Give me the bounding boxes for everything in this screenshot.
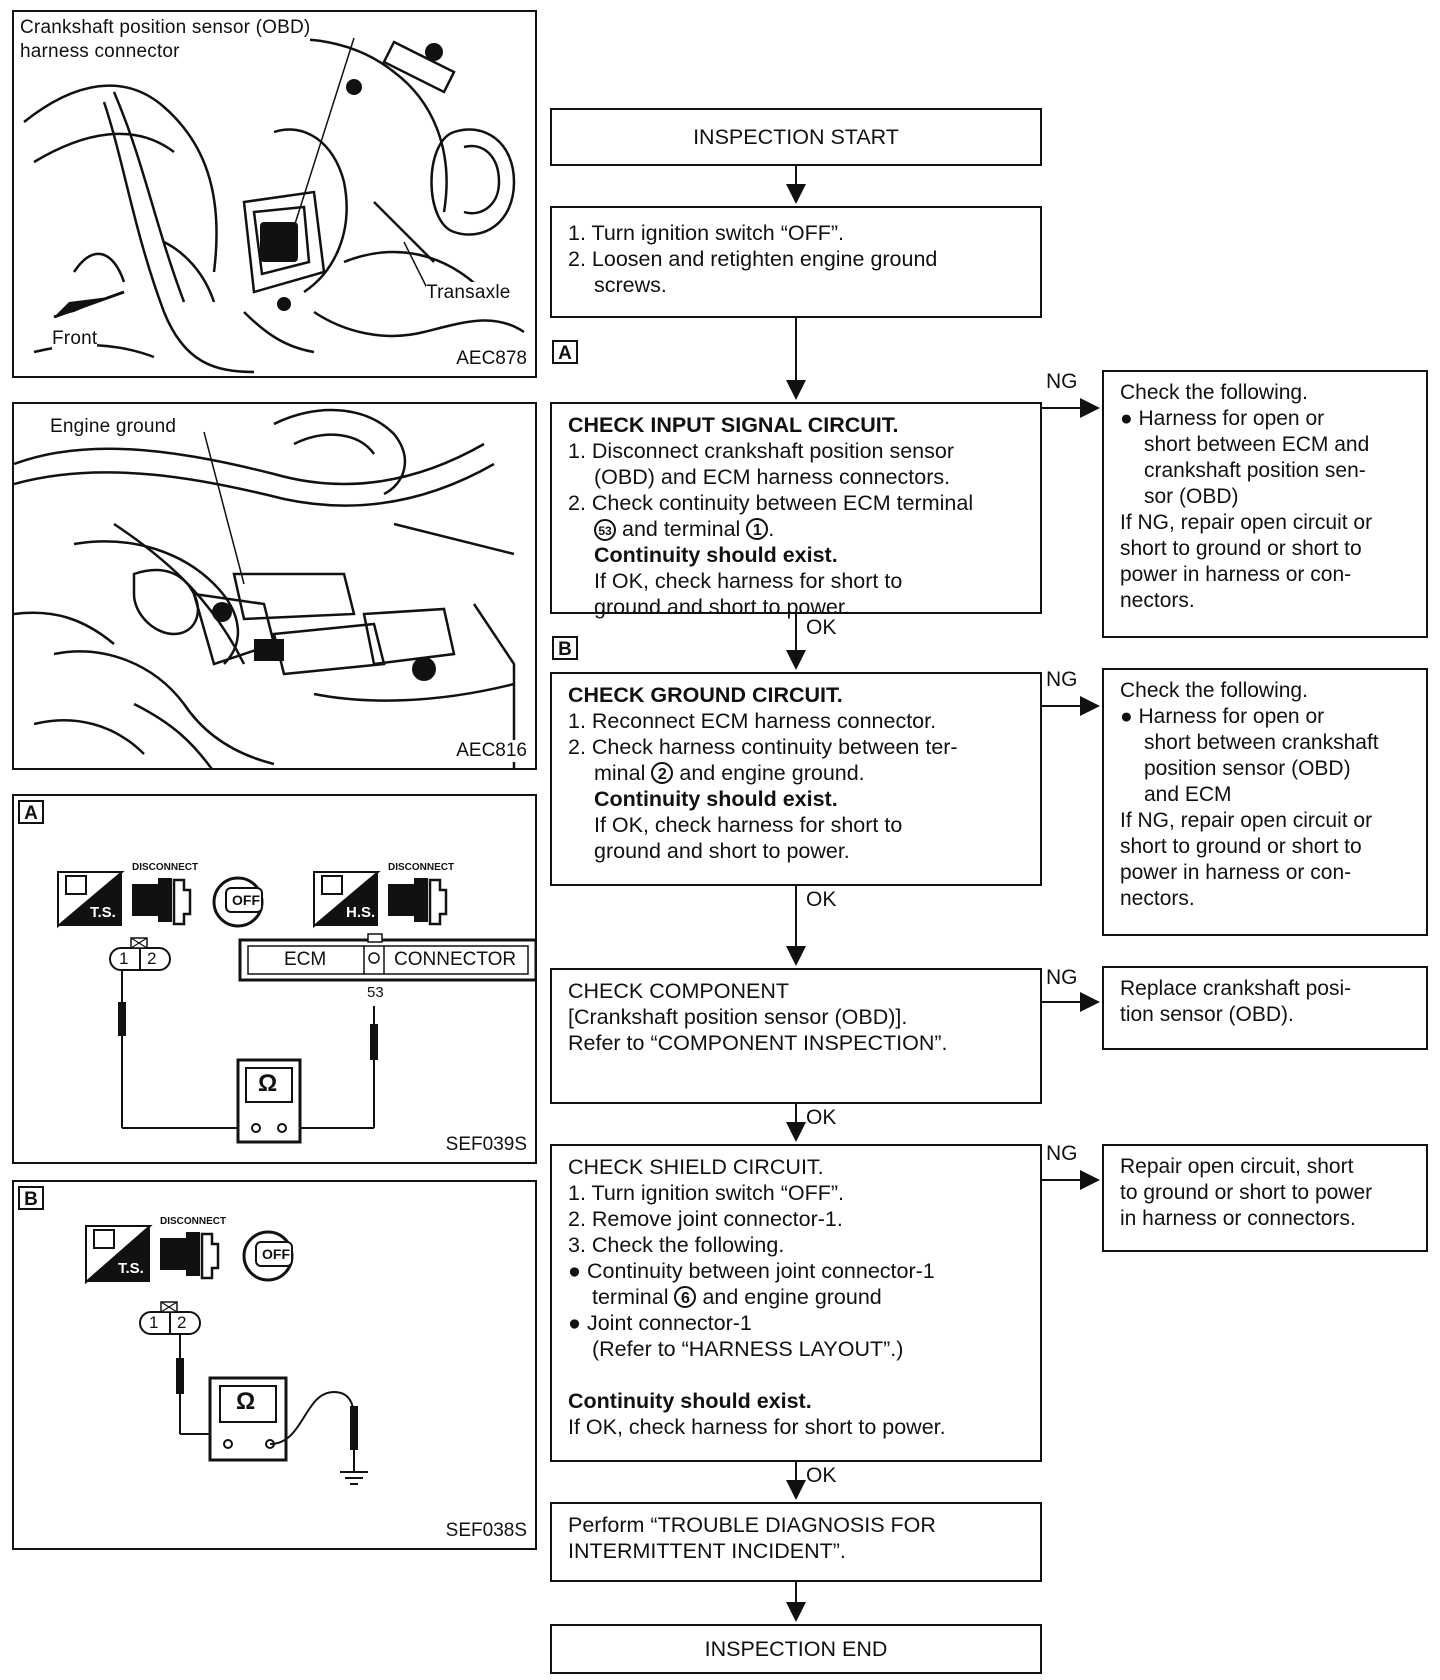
figure-test-a: A bbox=[12, 794, 537, 1164]
terminal-6-badge: 6 bbox=[674, 1286, 697, 1308]
ng-label: NG bbox=[1046, 668, 1078, 691]
input-signal-ng-box: Check the following. ● Harness for open … bbox=[1102, 370, 1428, 638]
test-a-diagram bbox=[57, 871, 535, 1144]
inspection-start-box: INSPECTION START bbox=[550, 108, 1042, 166]
check-shield-title: CHECK SHIELD CIRCUIT. bbox=[568, 1155, 824, 1179]
ts-label: T.S. bbox=[90, 904, 116, 921]
ok-label: OK bbox=[806, 1464, 837, 1487]
front-label: Front bbox=[52, 328, 98, 350]
disconnect-label: DISCONNECT bbox=[160, 1216, 227, 1227]
off-label: OFF bbox=[262, 1246, 290, 1262]
step-tag-b: B bbox=[552, 636, 578, 660]
inspection-end-text: INSPECTION END bbox=[704, 1637, 888, 1661]
sensor-callout: Crankshaft position sensor (OBD) harness… bbox=[20, 16, 311, 64]
engine-bay-illustration bbox=[23, 37, 525, 374]
figure-sensor-location: Crankshaft position sensor (OBD) harness… bbox=[12, 10, 537, 378]
ts-label: T.S. bbox=[118, 1260, 144, 1277]
check-ground-title: CHECK GROUND CIRCUIT. bbox=[568, 683, 843, 707]
check-shield-circuit-box: CHECK SHIELD CIRCUIT. 1. Turn ignition s… bbox=[550, 1144, 1042, 1462]
inspection-start-text: INSPECTION START bbox=[693, 125, 899, 149]
figure-code: AEC816 bbox=[454, 740, 529, 762]
terminal-53-label: 53 bbox=[367, 984, 384, 1001]
ok-label: OK bbox=[806, 616, 837, 639]
pin-2-label: 2 bbox=[177, 1313, 187, 1332]
terminal-2-badge: 2 bbox=[651, 762, 674, 784]
check-ground-circuit-box: CHECK GROUND CIRCUIT. 1. Reconnect ECM h… bbox=[550, 672, 1042, 886]
ok-label: OK bbox=[806, 1106, 837, 1129]
test-b-diagram bbox=[85, 1225, 368, 1485]
pin-2-label: 2 bbox=[147, 949, 157, 968]
engine-ground-callout: Engine ground bbox=[50, 416, 177, 438]
disconnect-label: DISCONNECT bbox=[132, 862, 199, 873]
step-tag-a: A bbox=[552, 340, 578, 364]
figure-engine-ground: Engine ground AEC816 bbox=[12, 402, 537, 770]
ng-label: NG bbox=[1046, 1142, 1078, 1165]
perform-diagnosis-box: Perform “TROUBLE DIAGNOSIS FOR INTERMITT… bbox=[550, 1502, 1042, 1582]
engine-ground-illustration bbox=[14, 408, 516, 768]
figure-code: AEC878 bbox=[454, 348, 529, 370]
check-input-signal-box: CHECK INPUT SIGNAL CIRCUIT. 1. Disconnec… bbox=[550, 402, 1042, 619]
disconnect-label: DISCONNECT bbox=[388, 862, 455, 873]
ng-label: NG bbox=[1046, 370, 1078, 393]
check-component-box: CHECK COMPONENT [Crankshaft position sen… bbox=[550, 968, 1042, 1104]
figure-test-b: B T.S. DISCONNECT OFF 1 2 Ω SEF038S bbox=[12, 1180, 537, 1550]
ohm-symbol: Ω bbox=[236, 1388, 256, 1415]
inspection-end-box: INSPECTION END bbox=[550, 1624, 1042, 1674]
connector-label: CONNECTOR bbox=[394, 949, 517, 970]
figure-tag-b: B bbox=[18, 1186, 44, 1210]
check-input-signal-title: CHECK INPUT SIGNAL CIRCUIT. bbox=[568, 413, 899, 437]
pin-1-label: 1 bbox=[149, 1313, 159, 1332]
figure-code: SEF039S bbox=[443, 1134, 529, 1156]
ecm-label: ECM bbox=[284, 949, 327, 970]
hs-label: H.S. bbox=[346, 904, 376, 921]
figure-code: SEF038S bbox=[443, 1520, 529, 1542]
pin-1-label: 1 bbox=[119, 949, 129, 968]
ohm-symbol: Ω bbox=[258, 1070, 278, 1097]
off-label: OFF bbox=[232, 892, 260, 908]
transaxle-label: Transaxle bbox=[426, 282, 511, 304]
ground-circuit-ng-box: Check the following. ● Harness for open … bbox=[1102, 668, 1428, 936]
ok-label: OK bbox=[806, 888, 837, 911]
shield-ng-box: Repair open circuit, short to ground or … bbox=[1102, 1144, 1428, 1252]
step-ignition-off-box: 1. Turn ignition switch “OFF”. 2. Loosen… bbox=[550, 206, 1042, 318]
figure-tag-a: A bbox=[18, 800, 44, 824]
ng-label: NG bbox=[1046, 966, 1078, 989]
terminal-53-badge: 53 bbox=[594, 519, 616, 541]
component-ng-box: Replace crankshaft posi- tion sensor (OB… bbox=[1102, 966, 1428, 1050]
terminal-1-badge: 1 bbox=[746, 518, 769, 540]
